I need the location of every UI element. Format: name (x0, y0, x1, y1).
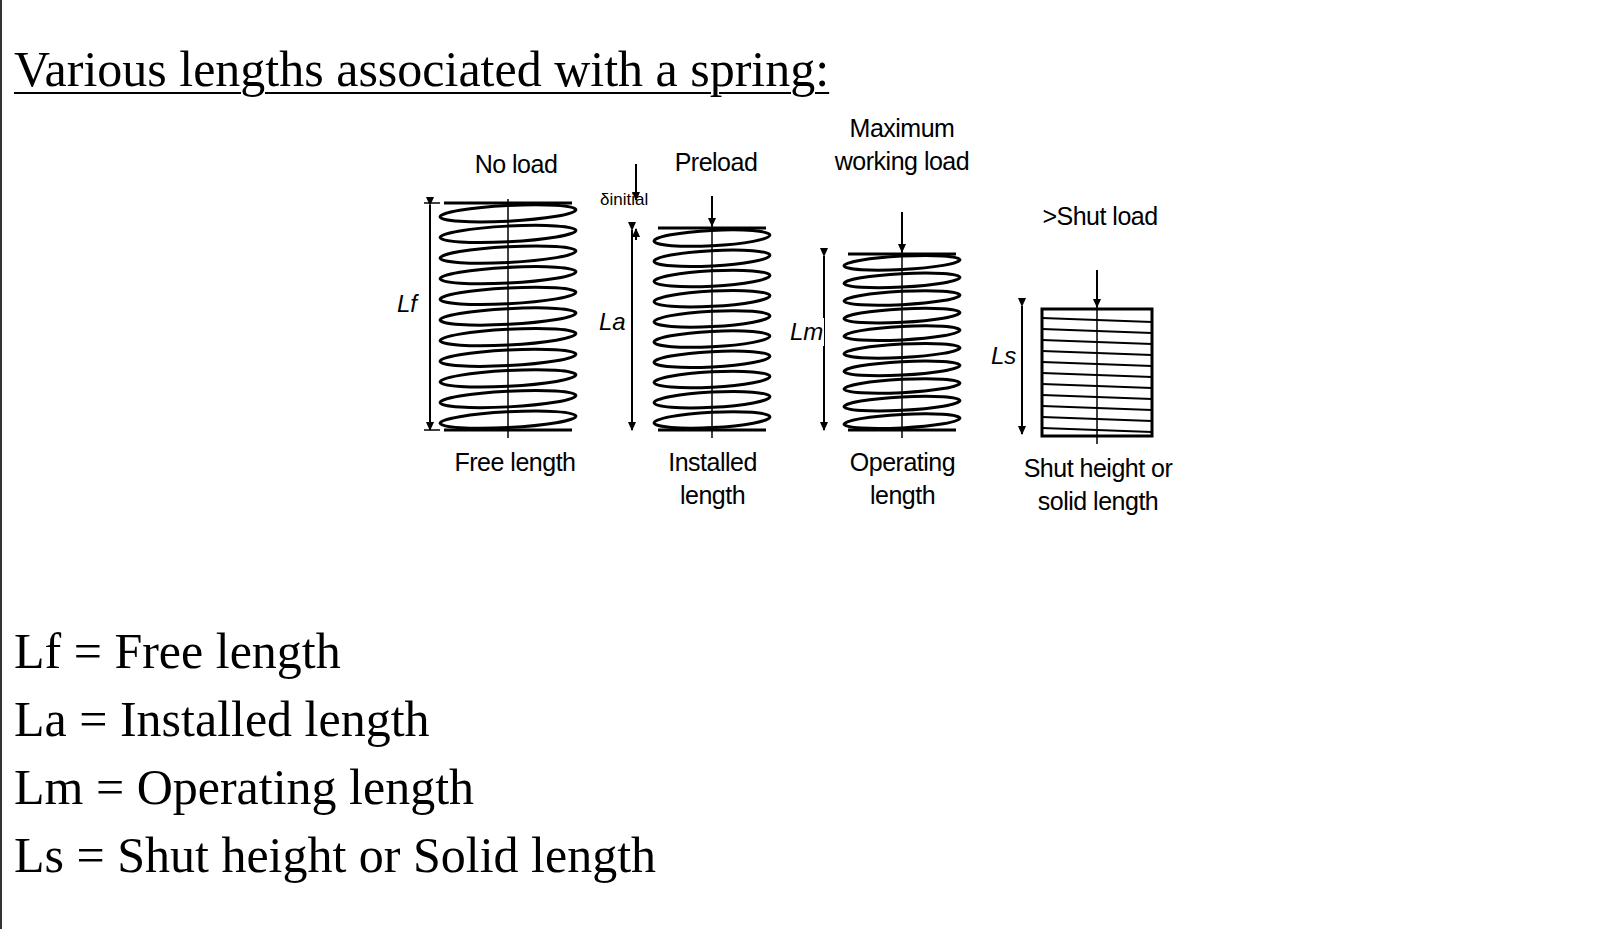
load-arrow (901, 212, 903, 252)
page-title: Various lengths associated with a spring… (14, 40, 829, 98)
definition-line: La = Installed length (14, 690, 430, 748)
extension-line (424, 202, 440, 204)
center-line (507, 199, 509, 438)
dimension-line (1021, 306, 1023, 434)
dimension-label: Lm (789, 318, 824, 346)
length-label: Shut height or solid length (1017, 452, 1179, 517)
delta-arrow (635, 229, 637, 240)
center-line (711, 224, 713, 438)
dimension-label: La (598, 308, 627, 336)
dimension-label: Ls (990, 342, 1017, 370)
center-line (901, 250, 903, 438)
length-label: Operating length (830, 446, 975, 511)
length-label: Installed length (640, 446, 785, 511)
dimension-line (631, 230, 633, 430)
dimension-label: Lf (396, 290, 418, 318)
load-label: >Shut load (1040, 200, 1160, 233)
dimension-line (429, 205, 431, 430)
center-line (1096, 300, 1098, 444)
load-label: Maximum working load (832, 112, 972, 177)
dimension-label: δinitial (600, 190, 648, 210)
load-arrow (1096, 270, 1098, 307)
definition-line: Lm = Operating length (14, 758, 474, 816)
length-label: Free length (430, 446, 600, 479)
extension-line (424, 429, 440, 431)
definition-line: Ls = Shut height or Solid length (14, 826, 656, 884)
load-label: Preload (646, 146, 786, 179)
load-arrow (711, 196, 713, 226)
page-border (0, 0, 2, 929)
definition-line: Lf = Free length (14, 622, 341, 680)
load-label: No load (446, 148, 586, 181)
